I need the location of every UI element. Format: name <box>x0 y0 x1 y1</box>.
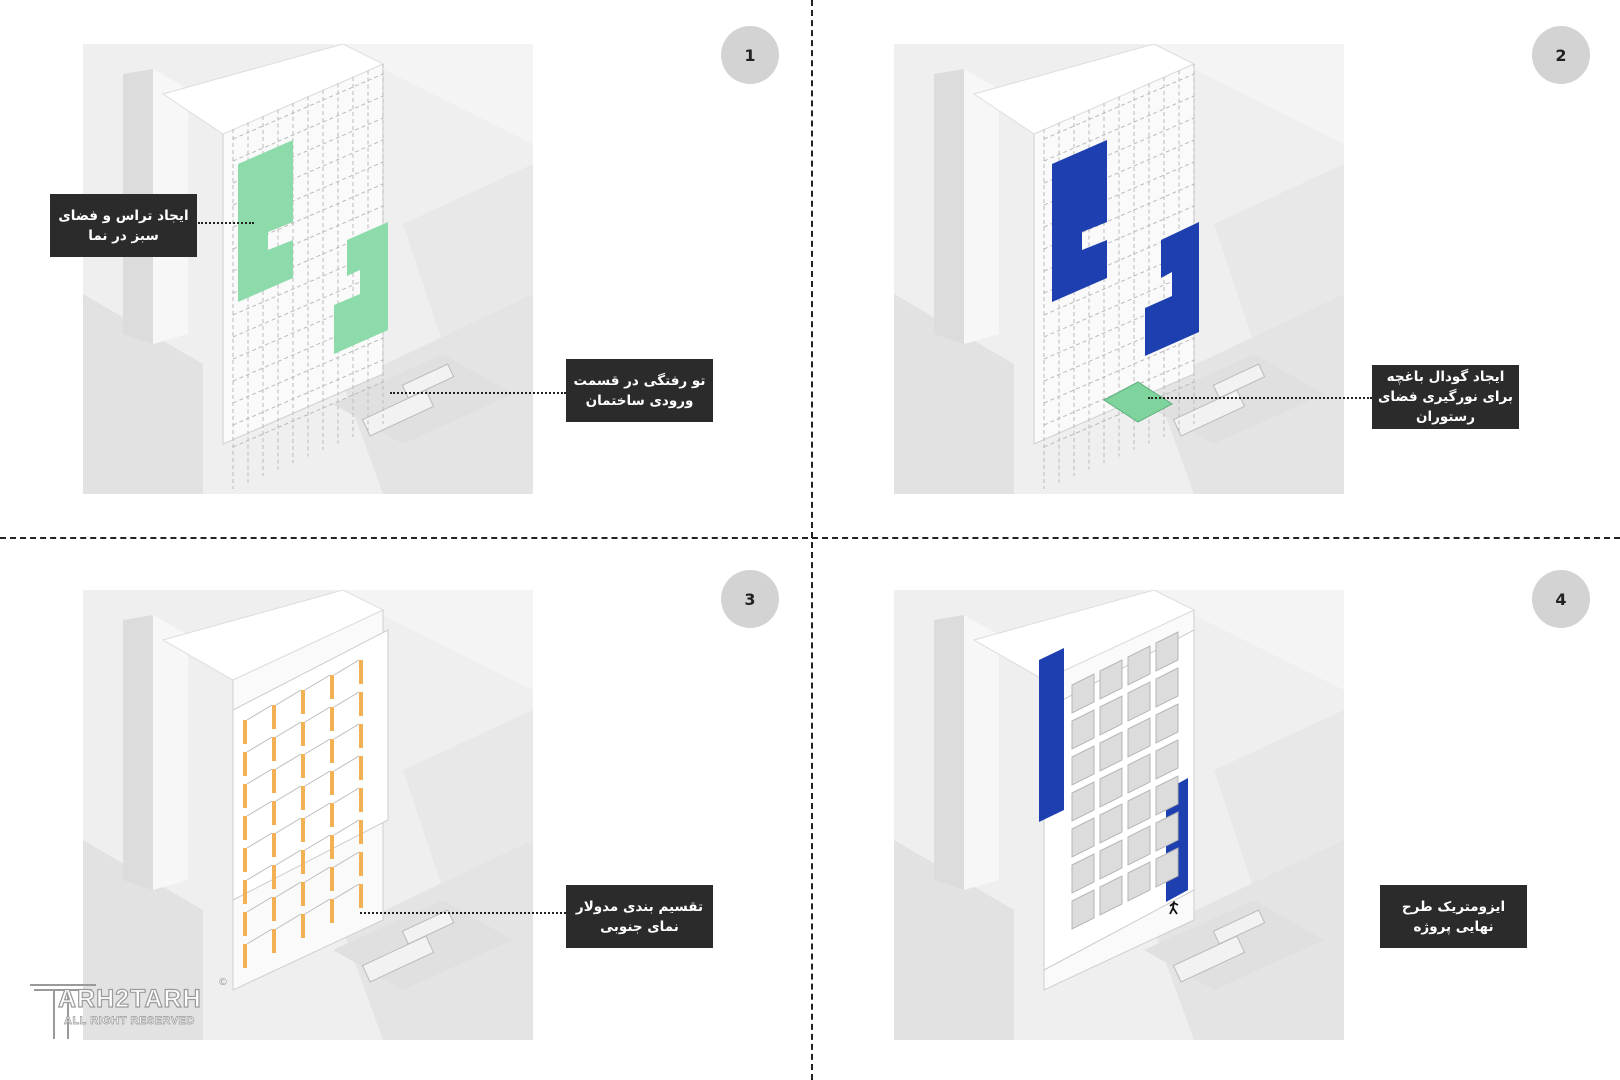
label-line: سبز در نما <box>88 227 159 244</box>
label-entrance-recess: تو رفتگی در قسمت ورودی ساختمان <box>566 359 713 422</box>
isometric-building-1 <box>83 44 533 494</box>
label-line: نهایی پروژه <box>1413 918 1494 935</box>
vertical-divider <box>811 0 813 1080</box>
horizontal-divider <box>0 537 1620 539</box>
label-line: تقسیم بندی مدولار <box>575 898 704 915</box>
step-number-2: 2 <box>1532 26 1590 84</box>
watermark-logo: ARH2TARH ALL RIGHT RESERVED © <box>28 977 228 1049</box>
isometric-building-4 <box>894 590 1344 1040</box>
step-number-1: 1 <box>721 26 779 84</box>
leader-line <box>390 392 566 394</box>
label-modular-south-facade: تقسیم بندی مدولار نمای جنوبی <box>566 885 713 948</box>
leader-line <box>198 222 254 224</box>
leader-line <box>360 912 566 914</box>
label-final-isometric: ایزومتریک طرح نهایی پروژه <box>1380 885 1527 948</box>
label-sunken-garden: ایجاد گودال باغچه برای نورگیری فضای رستو… <box>1372 365 1519 429</box>
label-line: ایجاد گودال باغچه <box>1386 369 1505 385</box>
label-line: نمای جنوبی <box>600 918 679 935</box>
leader-line <box>1148 397 1372 399</box>
panel-2 <box>894 44 1344 494</box>
label-line: ایجاد تراس و فضای <box>58 207 189 224</box>
copyright-icon: © <box>218 977 228 988</box>
label-line: ورودی ساختمان <box>585 392 694 409</box>
label-line: برای نورگیری فضای <box>1378 389 1513 405</box>
panel-4 <box>894 590 1344 1040</box>
logo-subtitle: ALL RIGHT RESERVED <box>64 1015 195 1028</box>
panel-1 <box>83 44 533 494</box>
label-line: تو رفتگی در قسمت <box>573 372 706 389</box>
logo-t-icon <box>30 984 96 1039</box>
label-line: رستوران <box>1416 409 1475 425</box>
panel-3 <box>83 590 533 1040</box>
label-terrace-green-space: ایجاد تراس و فضای سبز در نما <box>50 194 197 257</box>
isometric-building-3 <box>83 590 533 1040</box>
label-line: ایزومتریک طرح <box>1401 898 1506 915</box>
isometric-building-2 <box>894 44 1344 494</box>
step-number-3: 3 <box>721 570 779 628</box>
step-number-4: 4 <box>1532 570 1590 628</box>
logo-brand: ARH2TARH <box>57 984 202 1013</box>
